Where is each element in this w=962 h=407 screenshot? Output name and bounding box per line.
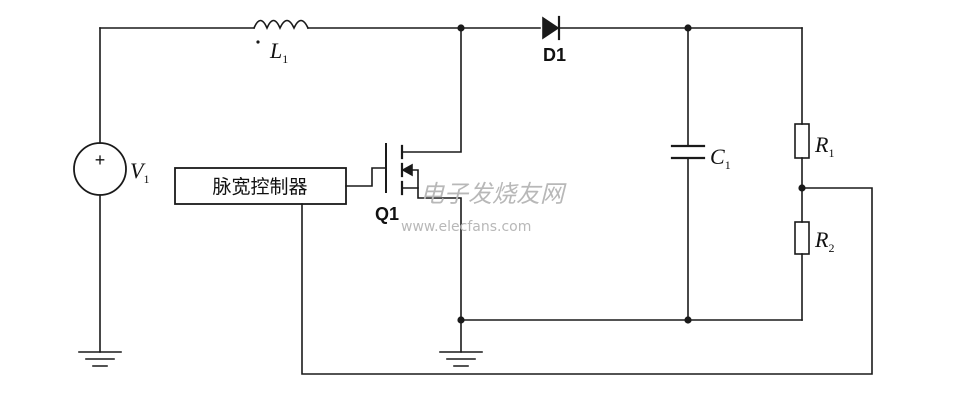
pwm-controller-label: 脉宽控制器: [212, 176, 307, 198]
junction-cap-top: [684, 24, 692, 32]
watermark-cn: 电子发烧友网: [420, 180, 567, 208]
source-polarity: +: [95, 150, 106, 170]
mosfet-q1-arrow: [401, 163, 413, 177]
ground-center-icon: [439, 351, 483, 367]
junction-cap-bottom: [684, 316, 692, 324]
wire-drain: [401, 27, 462, 153]
resistor-r1: [794, 123, 810, 159]
label-v1: V1: [130, 158, 149, 186]
inductor-dot: [256, 40, 260, 44]
diode-d1-triangle: [542, 16, 560, 40]
junction-return-left: [457, 316, 465, 324]
voltage-source-circle: [73, 142, 127, 196]
resistor-r2: [794, 221, 810, 255]
pwm-controller-box: [174, 167, 347, 205]
label-r2: R2: [814, 227, 834, 255]
label-l1: L1: [269, 38, 288, 66]
label-c1: C1: [710, 144, 731, 172]
watermark-url: www.elecfans.com: [401, 219, 531, 235]
inductor-l1: [252, 19, 310, 31]
junction-switch-node: [457, 24, 465, 32]
wire-feedback: [301, 187, 873, 375]
label-r1: R1: [814, 132, 834, 160]
mosfet-q1-source: [401, 187, 462, 353]
label-d1: D1: [543, 45, 566, 65]
wire-gate: [345, 167, 387, 187]
label-q1: Q1: [375, 204, 399, 224]
junction-divider: [798, 184, 806, 192]
ground-left-icon: [78, 351, 122, 367]
